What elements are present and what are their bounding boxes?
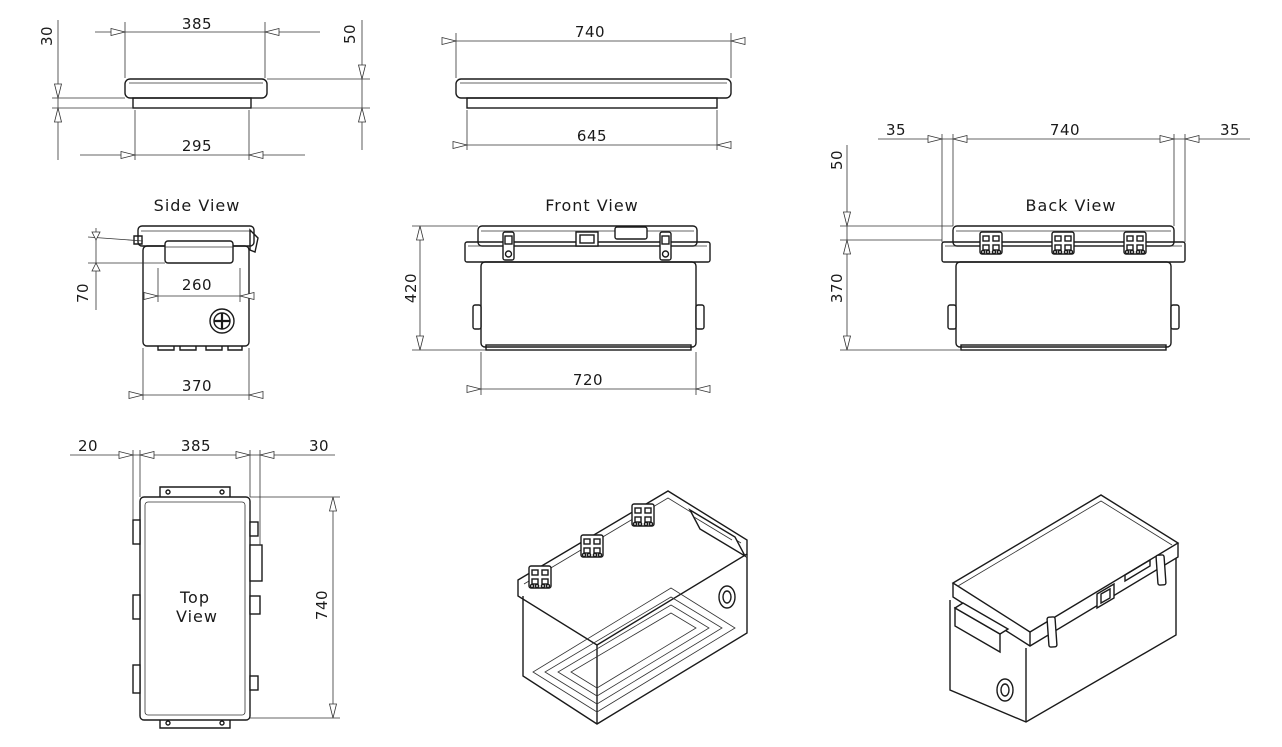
lid-front-bottom-width-label: 645 (577, 127, 607, 145)
back-lid-height-label: 50 (828, 150, 846, 170)
top-length-label: 740 (313, 590, 331, 620)
back-left-overhang-label: 35 (886, 121, 906, 139)
lid-side-top (124, 78, 268, 99)
lid-side-view: 385 30 50 295 (38, 15, 370, 160)
back-view-title: Back View (1026, 196, 1117, 215)
lid-side-width-label: 385 (182, 15, 212, 33)
isometric-top-view (949, 494, 1180, 723)
lid-front-bottom (466, 97, 718, 109)
back-right-overhang-label: 35 (1220, 121, 1240, 139)
top-view-title-line2: View (176, 607, 218, 626)
back-body-height-label: 370 (828, 273, 846, 303)
back-view: Back View 35 740 35 50 370 (828, 121, 1250, 351)
side-view: Side View 70 260 370 (74, 196, 264, 400)
lid-side-height-label: 50 (341, 24, 359, 44)
back-hinge-left (979, 231, 1003, 255)
lid-side-bottom (132, 97, 252, 109)
front-body (480, 261, 697, 348)
side-width-label: 370 (182, 377, 212, 395)
side-drain-plug (209, 308, 235, 334)
side-handle (164, 240, 234, 264)
lid-front-width-label: 740 (575, 23, 605, 41)
lid-side-bottom-width-label: 295 (182, 137, 212, 155)
top-left-overhang-label: 20 (78, 437, 98, 455)
back-hinge-center (1051, 231, 1075, 255)
isometric-bottom-view (517, 490, 748, 725)
iso-latch-3 (631, 503, 655, 527)
iso-latch-2 (580, 534, 604, 558)
top-view-title-line1: Top (179, 588, 210, 607)
side-handle-width-label: 260 (182, 276, 212, 294)
lid-side-thickness-label: 30 (38, 26, 56, 46)
top-width-label: 385 (181, 437, 211, 455)
front-height-label: 420 (402, 273, 420, 303)
front-view: Front View 420 720 (402, 196, 711, 395)
front-width-label: 720 (573, 371, 603, 389)
lid-front-top (455, 78, 732, 99)
front-view-title: Front View (545, 196, 639, 215)
back-body (955, 261, 1172, 348)
top-right-overhang-label: 30 (309, 437, 329, 455)
side-handle-height-label: 70 (74, 283, 92, 303)
lid-front-view: 740 645 (441, 23, 746, 150)
back-width-label: 740 (1050, 121, 1080, 139)
side-view-title: Side View (154, 196, 241, 215)
back-hinge-right (1123, 231, 1147, 255)
top-view: Top View 20 385 30 740 (70, 437, 340, 729)
iso-latch-1 (528, 565, 552, 589)
